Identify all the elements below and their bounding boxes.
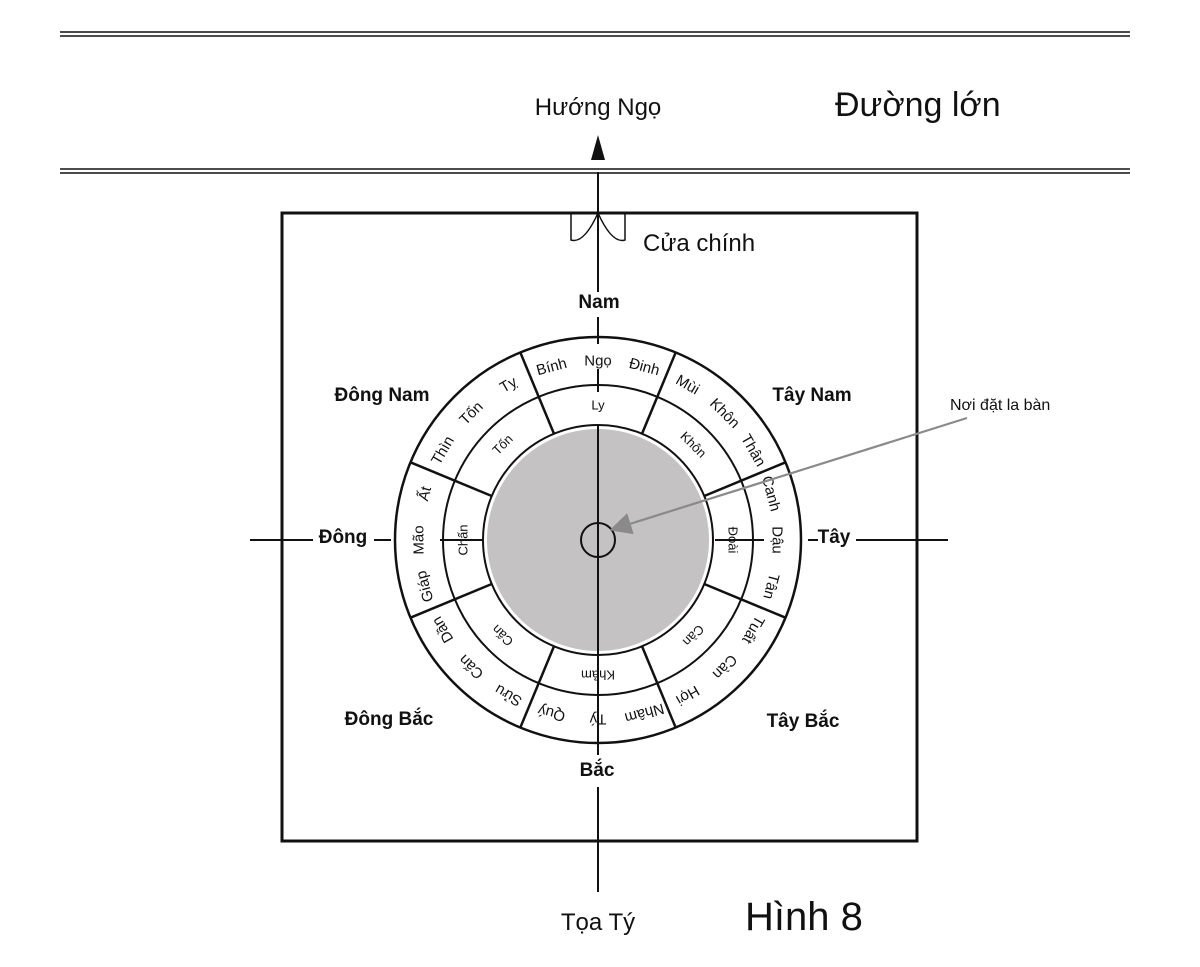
dir-southwest: Tây Nam (772, 385, 851, 406)
trigram-label: Ly (591, 398, 605, 413)
trigram-label: Khôn (677, 428, 709, 460)
mountain-label: Quý (536, 701, 567, 725)
trigram-label: Chấn (456, 524, 471, 555)
mountain-label: Thìn (428, 433, 458, 467)
sector-divider (703, 461, 787, 498)
mountain-label: Ất (415, 484, 435, 503)
sector-divider (409, 582, 493, 619)
mountain-label: Ngọ (584, 353, 612, 370)
sector-divider (703, 582, 787, 619)
trigram-label: Đoài (726, 527, 741, 554)
mountain-label: Sửu (492, 681, 525, 710)
main-door-label: Cửa chính (643, 230, 755, 257)
mountain-label: Tỵ (497, 373, 520, 396)
trigram-label: Càn (680, 622, 707, 649)
sector-divider (519, 351, 556, 435)
mountain-label: Dậu (769, 526, 786, 554)
axes (250, 135, 948, 892)
mountain-label: Bính (535, 355, 569, 379)
sector-divider (519, 645, 556, 729)
sector-divider (640, 645, 677, 729)
mountain-label: Tân (759, 572, 782, 601)
sitting-label: Tọa Tý (561, 909, 635, 936)
compass-note: Nơi đặt la bàn (950, 397, 1050, 414)
mountain-label: Giáp (413, 569, 438, 604)
mountain-label: Tý (589, 711, 606, 728)
road-top-border (60, 31, 1130, 37)
sector-divider (409, 461, 493, 498)
dir-northwest: Tây Bắc (767, 710, 840, 732)
road-bottom-border (60, 168, 1130, 174)
compass-pointer-arrow (609, 416, 968, 535)
trigram-label: Cấn (489, 622, 516, 649)
mountain-label: Càn (709, 651, 740, 682)
house-outline (280, 211, 919, 843)
figure-label: Hình 8 (745, 895, 863, 939)
mountain-label: Tốn (456, 398, 486, 428)
road-label: Đường lớn (835, 86, 1001, 124)
direction-labels: Nam Bắc Đông Tây Đông Nam Tây Nam Đông B… (319, 292, 852, 781)
mountain-label: Tuất (738, 612, 768, 647)
trigram-label: Tốn (489, 431, 515, 457)
dir-south: Nam (578, 292, 619, 313)
trigram-label: Khảm (581, 668, 615, 683)
arrow-up-icon (591, 135, 605, 160)
dir-northeast: Đông Bắc (345, 708, 434, 730)
dir-west: Tây (818, 527, 851, 548)
mountain-label: Thân (737, 431, 769, 469)
facing-label: Hướng Ngọ (535, 94, 662, 121)
dir-east: Đông (319, 527, 368, 548)
sector-dividers (409, 351, 787, 729)
mountain-label: Khôn (706, 395, 743, 432)
sector-divider (640, 351, 677, 435)
dir-north: Bắc (580, 759, 615, 781)
mountain-label: Dần (429, 613, 457, 645)
mountain-label: Mão (411, 525, 428, 554)
mountain-label: Cấn (456, 651, 487, 682)
mountain-label: Đinh (627, 355, 661, 379)
mountain-label: Mùi (673, 372, 702, 399)
compass-center-circle (580, 522, 616, 558)
mountain-label: Nhâm (623, 700, 666, 727)
dir-southeast: Đông Nam (335, 385, 430, 406)
mountain-label: Hợi (673, 682, 702, 709)
